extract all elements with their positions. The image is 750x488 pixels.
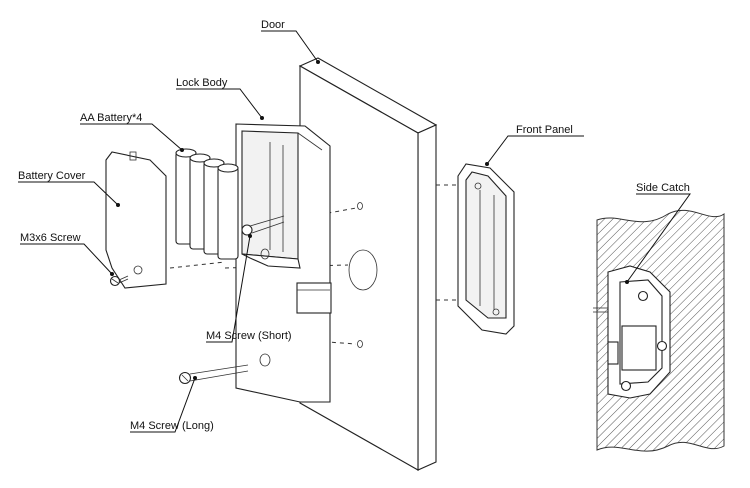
label-m3x6-screw: M3x6 Screw: [20, 232, 81, 244]
m4-screw-short-part: [241, 215, 285, 236]
label-front-panel: Front Panel: [516, 124, 573, 136]
m3x6-screw-part: [109, 275, 129, 287]
side-catch-detail: [593, 209, 725, 452]
label-m4-screw-long: M4 Screw (Long): [130, 420, 214, 432]
front-panel-part: [457, 163, 515, 335]
label-door: Door: [261, 19, 285, 31]
m4-screw-long-part: [178, 364, 249, 385]
label-m4-screw-short: M4 Screw (Short): [206, 330, 292, 342]
aa-batteries-part: [175, 148, 239, 260]
label-lock-body: Lock Body: [176, 77, 228, 89]
label-battery-cover: Battery Cover: [18, 170, 86, 182]
leader-lines: [18, 30, 691, 433]
label-aa-battery: AA Battery*4: [80, 112, 142, 124]
battery-cover-part: [105, 151, 167, 289]
lock-body-part: [235, 123, 332, 403]
label-side-catch: Side Catch: [636, 182, 690, 194]
